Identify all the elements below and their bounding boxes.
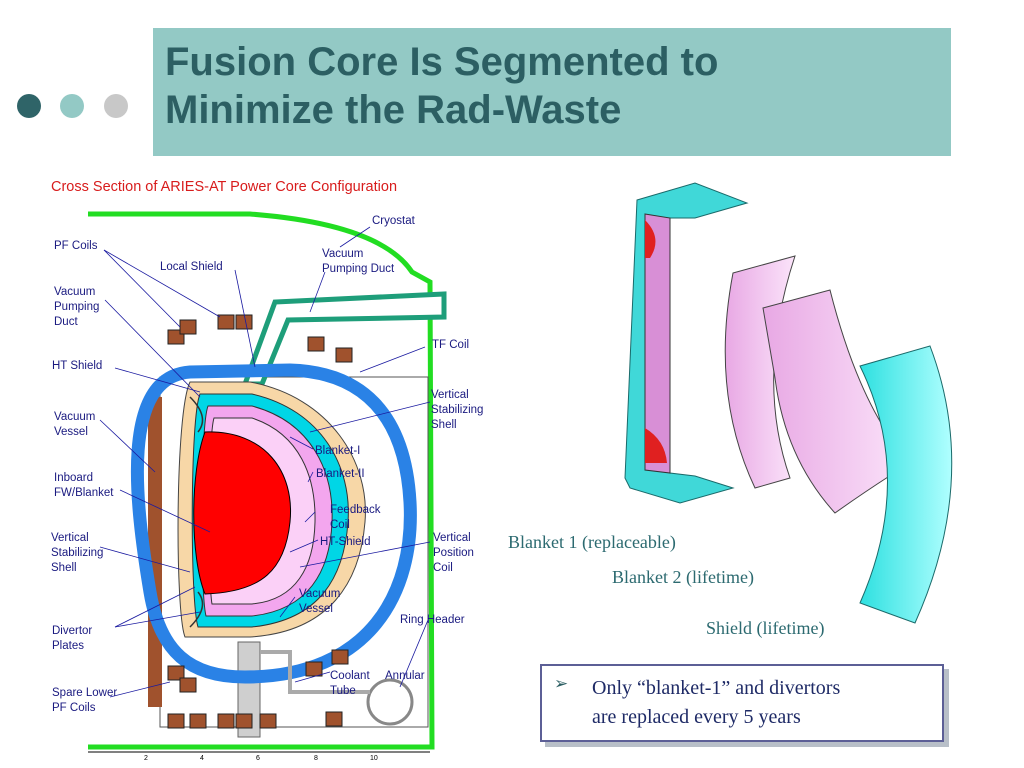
exploded-segment-view (624, 182, 953, 624)
axis-tick: 6 (256, 755, 260, 762)
axis-ticks: 2 4 6 8 10 (144, 755, 378, 762)
ring-header (366, 678, 414, 726)
dot-gray (104, 94, 128, 118)
red-divertor-bottom (645, 428, 667, 463)
label-spare-lower-1: Spare Lower (52, 687, 117, 699)
cross-section-diagram: Cross Section of ARIES-AT Power Core Con… (51, 179, 483, 762)
pf-coils (167, 314, 353, 729)
caption-shield: Shield (lifetime) (706, 618, 825, 638)
label-divertor-1: Divertor (52, 625, 92, 637)
note-box: ➢ Only “blanket-1” and divertors are rep… (540, 664, 944, 742)
divertor-bottom (189, 591, 204, 628)
note-line-1: Only “blanket-1” and divertors (592, 677, 841, 699)
label-vss-left-2: Stabilizing (51, 547, 103, 559)
red-divertor-top (645, 220, 656, 258)
label-ring-header: Ring Header (400, 614, 465, 626)
label-vacuum-vessel-center-2: Vessel (299, 603, 333, 615)
label-divertor-2: Plates (52, 640, 84, 652)
label-vacuum-pumping-duct-left-1: Vacuum (54, 286, 95, 298)
slide-title: Fusion Core Is Segmented to Minimize the… (165, 38, 718, 134)
label-vss-left-1: Vertical (51, 532, 89, 544)
label-vacuum-pumping-duct-left-2: Pumping (54, 301, 99, 313)
label-inboard-2: FW/Blanket (54, 487, 114, 499)
title-line-1: Fusion Core Is Segmented to (165, 40, 719, 84)
diagram-title: Cross Section of ARIES-AT Power Core Con… (51, 179, 397, 195)
label-pf-coils: PF Coils (54, 240, 98, 252)
label-blanket-1: Blanket-I (315, 445, 360, 457)
label-blanket-2: Blanket-II (316, 468, 365, 480)
shield-piece (859, 345, 953, 624)
label-vpc-1: Vertical (433, 532, 471, 544)
label-vacuum-pumping-duct-left-3: Duct (54, 316, 78, 328)
label-spare-lower-2: PF Coils (52, 702, 96, 714)
title-line-2: Minimize the Rad-Waste (165, 88, 622, 132)
label-vacuum-vessel-left-1: Vacuum (54, 411, 95, 423)
decorative-dots (17, 94, 137, 120)
axis-tick: 2 (144, 755, 148, 762)
caption-blanket-2: Blanket 2 (lifetime) (612, 567, 754, 587)
label-vacuum-pumping-duct-top-1: Vacuum (322, 248, 363, 260)
label-vss-right-1: Vertical (431, 389, 469, 401)
divertor-top (189, 396, 204, 433)
label-vpc-3: Coil (433, 562, 453, 574)
label-coolant-tube-1: Coolant (330, 670, 370, 682)
label-ht-shield-center: HT-Shield (320, 536, 371, 548)
pumping-duct (241, 291, 447, 387)
label-feedback-coil-1: Feedback (330, 504, 381, 516)
label-vpc-2: Position (433, 547, 474, 559)
label-vacuum-vessel-left-2: Vessel (54, 426, 88, 438)
note-text: Only “blanket-1” and divertors are repla… (592, 674, 932, 732)
plasma (193, 431, 292, 595)
arrow-bullet-icon: ➢ (554, 674, 569, 694)
note-line-2: are replaced every 5 years (592, 706, 801, 728)
label-ht-shield-left: HT Shield (52, 360, 102, 372)
blanket-2-piece (762, 289, 911, 514)
dot-teal (60, 94, 84, 118)
label-vss-right-2: Stabilizing (431, 404, 483, 416)
leader-lines (99, 226, 431, 698)
axis-tick: 10 (370, 755, 378, 762)
label-vacuum-vessel-center-1: Vacuum (299, 588, 340, 600)
coolant-tube (260, 650, 370, 694)
diagram-labels: Cryostat PF Coils Local Shield Vacuum Pu… (51, 215, 483, 714)
axis-tick: 4 (200, 755, 204, 762)
center-post (237, 641, 261, 738)
cryostat-wall (88, 211, 435, 750)
label-tf-coil: TF Coil (432, 339, 469, 351)
label-feedback-coil-2: Coil (330, 519, 350, 531)
vacuum-vessel-ring (130, 363, 417, 684)
label-local-shield: Local Shield (160, 261, 223, 273)
caption-blanket-1: Blanket 1 (replaceable) (508, 532, 676, 552)
inner-blanket-segment (644, 213, 671, 474)
dot-dark (17, 94, 41, 118)
axis-tick: 8 (314, 755, 318, 762)
label-vacuum-pumping-duct-top-2: Pumping Duct (322, 263, 395, 275)
label-vss-left-3: Shell (51, 562, 77, 574)
label-vss-right-3: Shell (431, 419, 457, 431)
label-coolant-tube-2: Tube (330, 685, 356, 697)
label-annular: Annular (385, 670, 425, 682)
label-inboard-1: Inboard (54, 472, 93, 484)
label-cryostat: Cryostat (372, 215, 416, 227)
title-banner: Fusion Core Is Segmented to Minimize the… (153, 28, 951, 156)
